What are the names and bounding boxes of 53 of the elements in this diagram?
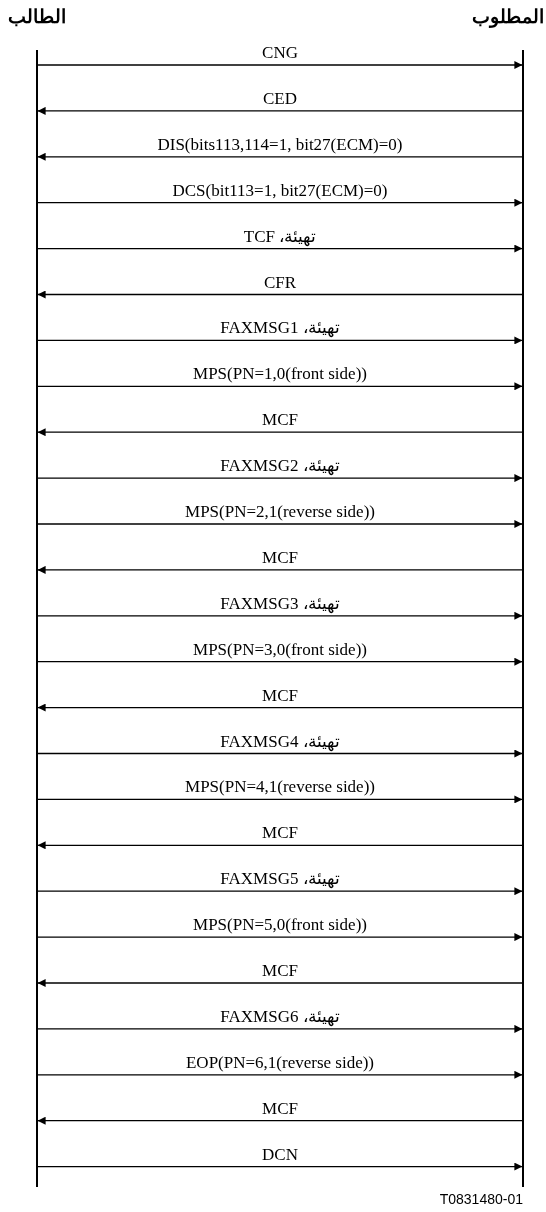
message-label: MPS(PN=2,1(reverse side)): [185, 502, 375, 522]
message-label: MPS(PN=4,1(reverse side)): [185, 777, 375, 798]
message-label: DCS(bit113=1, bit27(ECM)=0): [172, 180, 388, 201]
message-arrow: [36, 474, 524, 483]
participant-label: المطلوب: [472, 4, 544, 28]
message-label: CED: [263, 88, 297, 109]
message-label: MCF: [262, 823, 298, 844]
message-arrow: [36, 198, 524, 207]
message-label: MPS(PN=5,0(front side)): [193, 915, 367, 936]
message-label: CFR: [263, 272, 297, 293]
message-arrow: [36, 290, 524, 299]
message-label: تهيئة، FAXMSG1: [220, 318, 340, 339]
message-label: MCF: [262, 1098, 298, 1119]
message-arrow: [36, 61, 524, 69]
message-label: تهيئة، FAXMSG4: [220, 731, 340, 752]
message-label: تهيئة، FAXMSG2: [220, 456, 340, 477]
message-arrow: [36, 1070, 524, 1079]
message-arrow: [36, 887, 524, 896]
message-arrow: [36, 244, 524, 253]
message-label: MPS(PN=3,0(front side)): [193, 639, 367, 660]
message-arrow: [36, 1116, 524, 1125]
message-label: MCF: [262, 961, 298, 981]
message-arrow: [36, 703, 524, 712]
message-label: DIS(bits113,114=1, bit27(ECM)=0): [157, 134, 403, 155]
message-arrow: [36, 382, 524, 391]
message-label: EOP(PN=6,1(reverse side)): [186, 1052, 374, 1073]
message-label: تهيئة، FAXMSG3: [220, 593, 340, 614]
message-arrow: [36, 106, 524, 115]
message-arrow: [36, 565, 524, 574]
message-arrow: [36, 749, 524, 758]
message-arrow: [36, 657, 524, 666]
message-arrow: [36, 152, 524, 161]
message-label: تهيئة، FAXMSG5: [220, 869, 340, 890]
figure-number: T0831480-01: [439, 1190, 523, 1207]
message-label: DCN: [262, 1144, 298, 1165]
message-label: MCF: [262, 685, 298, 706]
message-arrow: [36, 841, 524, 850]
message-arrow: [36, 1162, 524, 1171]
message-arrow: [36, 520, 524, 528]
message-label: تهيئة، FAXMSG6: [220, 1006, 340, 1027]
message-label: MCF: [262, 410, 298, 431]
message-label: تهيئة، TCF: [243, 226, 317, 247]
message-label: MPS(PN=1,0(front side)): [193, 364, 367, 385]
message-arrow: [36, 336, 524, 345]
message-arrow: [36, 795, 524, 804]
message-label: CNG: [262, 43, 298, 63]
message-arrow: [36, 1024, 524, 1033]
message-arrow: [36, 611, 524, 620]
participant-label: الطالب: [8, 4, 66, 28]
message-arrow: [36, 428, 524, 437]
message-arrow: [36, 979, 524, 987]
message-label: MCF: [262, 547, 298, 568]
message-arrow: [36, 933, 524, 942]
